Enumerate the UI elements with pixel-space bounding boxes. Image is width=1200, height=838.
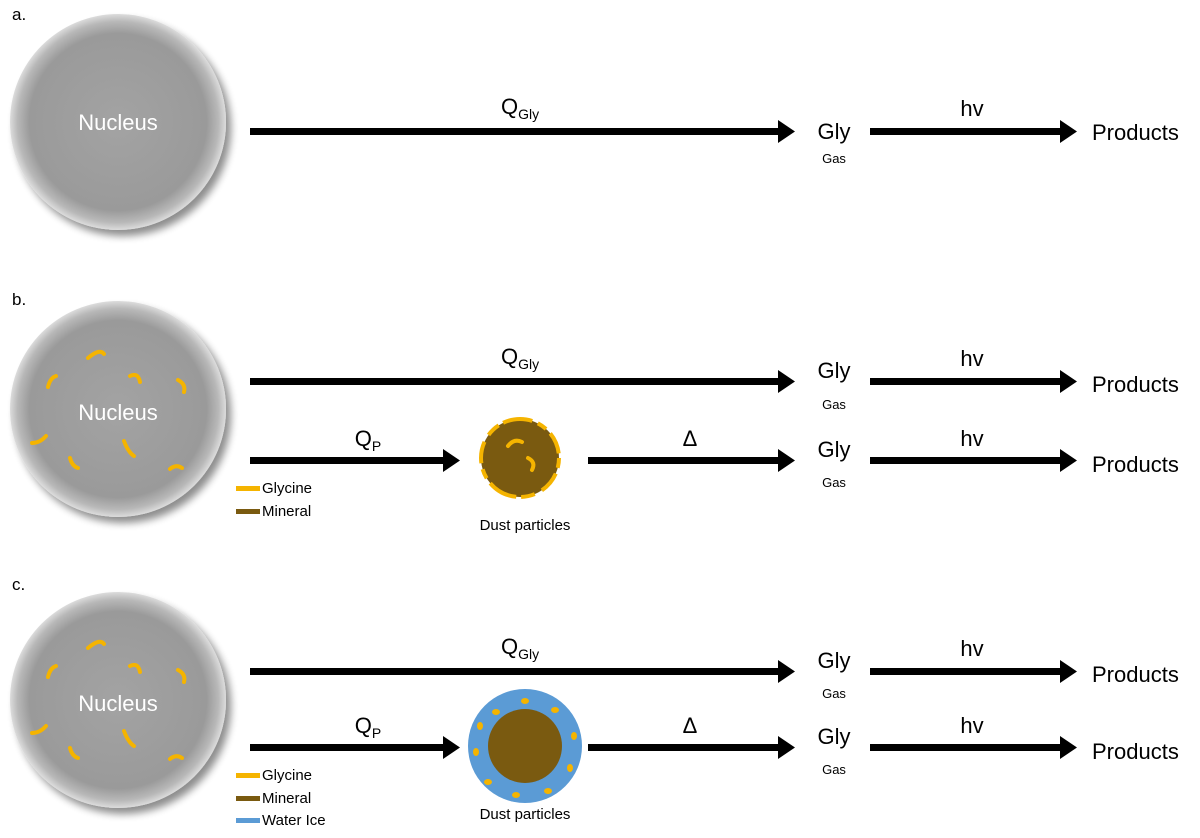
- gas-c-lower: Gas: [822, 762, 846, 777]
- arrow-a-qgly: [250, 120, 795, 143]
- panel-a: a. Nucleus QGly Gly Gas hv Products: [10, 5, 1179, 230]
- flux-c-upper-label: QGly: [501, 634, 539, 662]
- gly-c-upper: Gly: [818, 648, 851, 673]
- gly-b-lower: Gly: [818, 437, 851, 462]
- dust-caption-b: Dust particles: [480, 517, 571, 534]
- nucleus-c-label: Nucleus: [78, 691, 157, 716]
- panel-a-label: a.: [12, 5, 26, 24]
- heat-c: Δ: [683, 713, 698, 738]
- legend-c-glycine: Glycine: [262, 767, 312, 784]
- arrow-b-heat: [588, 449, 795, 472]
- nucleus-a: [10, 14, 226, 230]
- gas-b-upper: Gas: [822, 397, 846, 412]
- legend-b: Glycine Mineral: [236, 480, 312, 520]
- products-c-lower: Products: [1092, 739, 1179, 764]
- arrow-c-qp: [250, 736, 460, 759]
- hv-a: hv: [960, 96, 983, 121]
- hv-b-lower: hv: [960, 426, 983, 451]
- gly-a: Gly: [818, 119, 851, 144]
- arrow-b-qgly: [250, 370, 795, 393]
- arrow-c-qgly: [250, 660, 795, 683]
- panel-b: b. Nucleus QGly Gly Gas hv Products: [10, 290, 1179, 534]
- legend-b-mineral: Mineral: [262, 503, 311, 520]
- products-a: Products: [1092, 120, 1179, 145]
- legend-b-mineral-swatch: [236, 509, 260, 514]
- legend-c-water-ice: Water Ice: [262, 812, 326, 829]
- gas-c-upper: Gas: [822, 686, 846, 701]
- gas-a: Gas: [822, 151, 846, 166]
- nucleus-b: [10, 301, 226, 517]
- arrow-a-hv: [870, 120, 1077, 143]
- flux-c-lower-label: QP: [355, 713, 381, 741]
- products-c-upper: Products: [1092, 662, 1179, 687]
- legend-c-water-ice-swatch: [236, 818, 260, 823]
- gly-c-lower: Gly: [818, 724, 851, 749]
- hv-c-upper: hv: [960, 636, 983, 661]
- products-b-lower: Products: [1092, 452, 1179, 477]
- legend-c-mineral-swatch: [236, 796, 260, 801]
- dust-particle-c-glycine-dots: [473, 698, 577, 798]
- dust-particle-b: [479, 417, 561, 499]
- panel-c: c. Nucleus QGly Gly Gas hv Products: [10, 575, 1179, 829]
- flux-b-upper-label: QGly: [501, 344, 539, 372]
- gly-b-upper: Gly: [818, 358, 851, 383]
- arrow-c-lower-hv: [870, 736, 1077, 759]
- nucleus-b-glycine-marks: [30, 349, 187, 471]
- dust-particle-c: [468, 689, 582, 803]
- nucleus-a-label: Nucleus: [78, 110, 157, 135]
- hv-c-lower: hv: [960, 713, 983, 738]
- legend-c-mineral: Mineral: [262, 790, 311, 807]
- heat-b: Δ: [683, 426, 698, 451]
- arrow-b-upper-hv: [870, 370, 1077, 393]
- legend-b-glycine: Glycine: [262, 480, 312, 497]
- arrow-c-heat: [588, 736, 795, 759]
- arrow-b-qp: [250, 449, 460, 472]
- legend-c-glycine-swatch: [236, 773, 260, 778]
- gas-b-lower: Gas: [822, 475, 846, 490]
- legend-b-glycine-swatch: [236, 486, 260, 491]
- nucleus-c-glycine-marks: [30, 639, 187, 761]
- flux-b-lower-label: QP: [355, 426, 381, 454]
- panel-c-label: c.: [12, 575, 25, 594]
- panel-b-label: b.: [12, 290, 26, 309]
- dust-caption-c: Dust particles: [480, 806, 571, 823]
- arrow-c-upper-hv: [870, 660, 1077, 683]
- nucleus-b-label: Nucleus: [78, 400, 157, 425]
- legend-c: Glycine Mineral Water Ice: [236, 767, 326, 829]
- nucleus-c: [10, 592, 226, 808]
- flux-a-label: QGly: [501, 94, 539, 122]
- arrow-b-lower-hv: [870, 449, 1077, 472]
- hv-b-upper: hv: [960, 346, 983, 371]
- products-b-upper: Products: [1092, 372, 1179, 397]
